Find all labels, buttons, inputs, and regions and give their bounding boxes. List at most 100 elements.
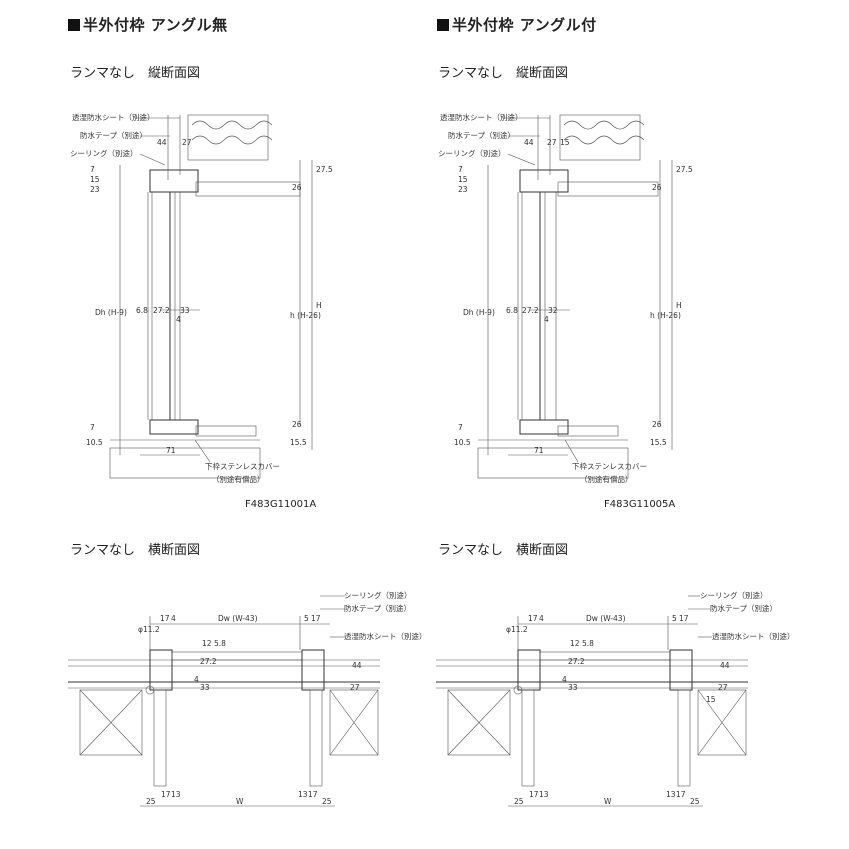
right-v-note-2: （別途有償品） bbox=[580, 474, 633, 484]
right-h-dim-b13: 13 bbox=[539, 790, 549, 799]
right-v-dim-15b: 15 bbox=[458, 175, 468, 184]
right-v-dim-26: 26 bbox=[652, 183, 662, 192]
left-h-dim-4b: 4 bbox=[194, 675, 199, 684]
left-v-dim-44: 44 bbox=[157, 138, 167, 147]
right-wall-block bbox=[329, 689, 379, 756]
left-v-dim-h: h (H-26) bbox=[290, 311, 321, 320]
left-h-dim-44: 44 bbox=[352, 661, 362, 670]
left-v-callout-3: シーリング（別途） bbox=[70, 148, 138, 158]
left-h-dim-4: 4 bbox=[171, 614, 176, 623]
left-v-dim-26b: 26 bbox=[292, 420, 302, 429]
left-v-dim-15: 15 bbox=[90, 175, 100, 184]
right-horizontal-title: ランマなし 横断面図 bbox=[438, 543, 569, 558]
right-vertical-section bbox=[477, 114, 673, 479]
left-h-callout-3: 透湿防水シート（別途） bbox=[344, 631, 427, 641]
floor-section bbox=[109, 447, 261, 479]
right-h-dim-4b: 4 bbox=[562, 675, 567, 684]
wall-insulation bbox=[559, 114, 641, 161]
left-v-dim-71: 71 bbox=[166, 446, 176, 455]
left-drawing-code: F483G11001A bbox=[245, 499, 317, 510]
right-v-dim-26b: 26 bbox=[652, 420, 662, 429]
right-h-dim-4: 4 bbox=[539, 614, 544, 623]
left-v-note-1: 下枠ステンレスカバー bbox=[205, 461, 280, 471]
right-h-dim-b25: 25 bbox=[514, 797, 524, 806]
left-h-dim-b13: 13 bbox=[171, 790, 181, 799]
right-jamb-frame bbox=[301, 649, 325, 691]
left-v-dim-7b: 7 bbox=[90, 423, 95, 432]
wall-insulation bbox=[187, 114, 269, 161]
left-h-dim-17b: 17 bbox=[311, 614, 321, 623]
right-h-dim-dw: Dw (W-43) bbox=[586, 614, 626, 623]
left-v-dim-H: H bbox=[316, 301, 322, 310]
right-h-callout-1: シーリング（別途） bbox=[700, 590, 768, 600]
sash-glass bbox=[539, 651, 671, 661]
square-bullet-icon bbox=[68, 19, 80, 31]
right-v-dim-32: 32 bbox=[548, 306, 558, 315]
right-h-dim-15: 15 bbox=[706, 695, 716, 704]
right-heading: 半外付枠 アングル付 bbox=[437, 14, 597, 35]
right-h-dim-27: 27 bbox=[718, 683, 728, 692]
right-h-dim-b25b: 25 bbox=[690, 797, 700, 806]
left-wall-block bbox=[79, 689, 143, 756]
right-h-dim-17: 17 bbox=[528, 614, 538, 623]
left-h-dim-5-8: 5.8 bbox=[214, 639, 226, 648]
right-h-dim-17b: 17 bbox=[679, 614, 689, 623]
right-v-dim-h: h (H-26) bbox=[650, 311, 681, 320]
right-v-dim-27-5: 27.5 bbox=[676, 165, 693, 174]
right-vertical-title: ランマなし 縦断面図 bbox=[438, 66, 569, 81]
left-v-dim-dh: Dh (H-9) bbox=[95, 308, 127, 317]
left-v-dim-4: 4 bbox=[176, 315, 181, 324]
right-v-dim-10-5: 10.5 bbox=[454, 438, 471, 447]
right-wall-block bbox=[697, 689, 747, 756]
left-v-callout-2: 防水テープ（別途） bbox=[80, 130, 147, 140]
right-drawing-code: F483G11005A bbox=[604, 499, 676, 510]
right-v-dim-44: 44 bbox=[524, 138, 534, 147]
left-heading: 半外付枠 アングル無 bbox=[68, 14, 228, 35]
right-v-callout-3: シーリング（別途） bbox=[438, 148, 506, 158]
left-v-callout-1: 透湿防水シート（別途） bbox=[72, 112, 155, 122]
left-jamb-frame bbox=[149, 649, 173, 691]
head-interior-trim bbox=[195, 181, 301, 197]
right-h-dim-33: 33 bbox=[568, 683, 578, 692]
left-v-dim-6-8: 6.8 bbox=[136, 306, 148, 315]
left-h-dim-b17: 17 bbox=[161, 790, 171, 799]
right-jamb-frame bbox=[669, 649, 693, 691]
right-horizontal-section bbox=[436, 595, 748, 807]
head-interior-trim bbox=[557, 181, 659, 197]
left-h-dim-33: 33 bbox=[200, 683, 210, 692]
right-v-dim-15: 15 bbox=[560, 138, 570, 147]
right-v-callout-2: 防水テープ（別途） bbox=[448, 130, 515, 140]
right-h-dim-5: 5 bbox=[672, 614, 677, 623]
left-h-dim-b13b: 13 bbox=[298, 790, 308, 799]
left-h-dim-b25b: 25 bbox=[322, 797, 332, 806]
left-v-dim-26: 26 bbox=[292, 183, 302, 192]
right-v-dim-7b: 7 bbox=[458, 423, 463, 432]
head-frame bbox=[149, 169, 199, 193]
square-bullet-icon bbox=[437, 19, 449, 31]
left-h-dim-17: 17 bbox=[160, 614, 170, 623]
right-v-dim-4: 4 bbox=[544, 315, 549, 324]
right-h-dim-W: W bbox=[604, 797, 612, 806]
sill-frame bbox=[519, 419, 569, 435]
left-h-dim-dw: Dw (W-43) bbox=[218, 614, 258, 623]
left-horizontal-section bbox=[68, 595, 380, 807]
right-v-note-1: 下枠ステンレスカバー bbox=[572, 461, 647, 471]
right-v-callout-1: 透湿防水シート（別途） bbox=[440, 112, 523, 122]
right-v-dim-27-2: 27.2 bbox=[522, 306, 539, 315]
right-h-dim-b17b: 17 bbox=[676, 790, 686, 799]
right-v-dim-H: H bbox=[676, 301, 682, 310]
left-h-dim-5: 5 bbox=[304, 614, 309, 623]
right-h-dim-b13b: 13 bbox=[666, 790, 676, 799]
right-h-dim-5-8: 5.8 bbox=[582, 639, 594, 648]
right-h-dim-b17: 17 bbox=[529, 790, 539, 799]
right-v-dim-6-8: 6.8 bbox=[506, 306, 518, 315]
left-jamb-frame bbox=[517, 649, 541, 691]
right-v-dim-23: 23 bbox=[458, 185, 468, 194]
sash-glass bbox=[171, 651, 303, 661]
left-v-dim-23: 23 bbox=[90, 185, 100, 194]
left-h-dim-b25: 25 bbox=[146, 797, 156, 806]
right-h-dim-12: 12 bbox=[570, 639, 580, 648]
sill-frame bbox=[149, 419, 199, 435]
right-h-callout-3: 透湿防水シート（別途） bbox=[712, 631, 795, 641]
